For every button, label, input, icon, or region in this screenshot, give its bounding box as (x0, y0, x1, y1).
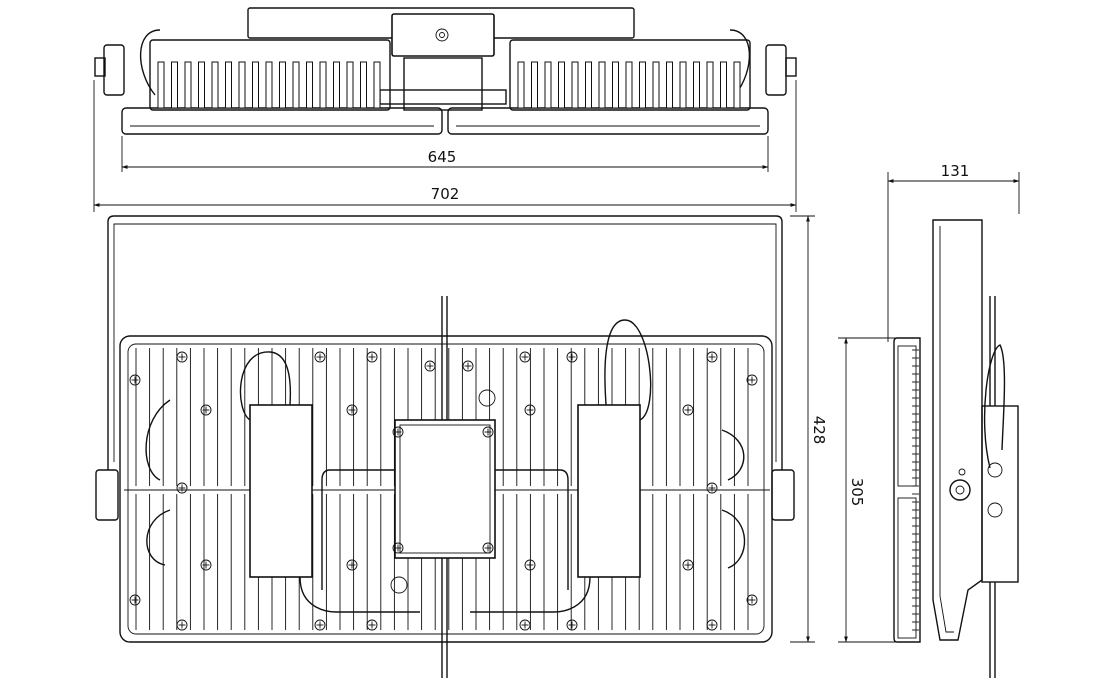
top-view (94, 7, 797, 135)
front-view (95, 215, 795, 678)
dimension-702: 702 (93, 80, 797, 212)
dimension-label-305: 305 (848, 478, 866, 507)
dimension-428: 428 (790, 215, 828, 643)
dimension-305: 305 (838, 337, 900, 643)
dimension-131: 131 (887, 162, 1020, 342)
dimension-label-131: 131 (941, 162, 970, 180)
dimension-label-428: 428 (810, 416, 828, 445)
side-view (893, 219, 1019, 678)
dimension-label-645: 645 (428, 148, 457, 166)
junction-box (394, 419, 496, 559)
driver-box-left (249, 404, 313, 578)
driver-box-right (577, 404, 641, 578)
dimension-label-702: 702 (431, 185, 460, 203)
dimension-645: 645 (121, 136, 769, 172)
